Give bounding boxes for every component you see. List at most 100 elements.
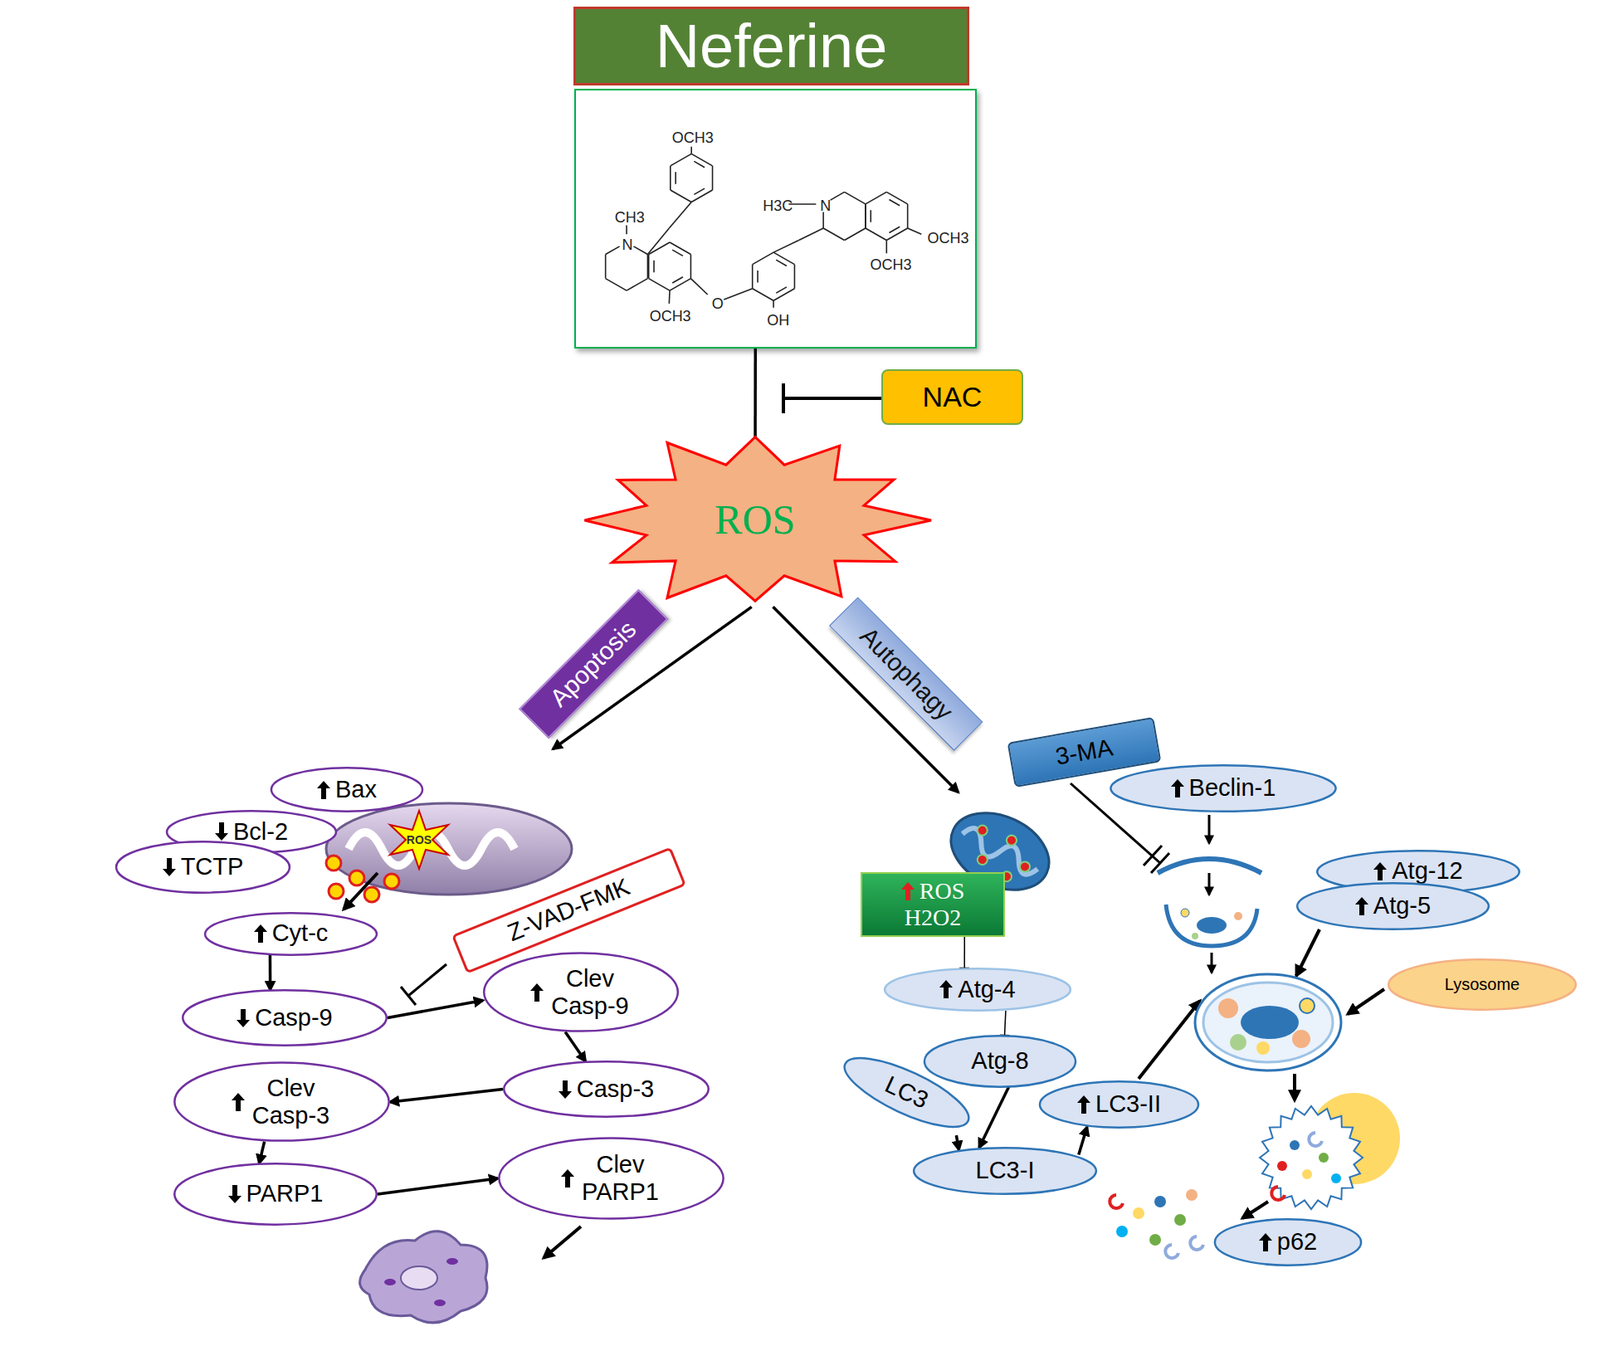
drawn-shape — [1240, 1005, 1299, 1040]
drawn-shape — [1018, 859, 1032, 874]
drawn-shape — [886, 240, 888, 254]
drawn-shape — [1077, 1095, 1091, 1114]
node-label: TCTP — [180, 853, 244, 881]
text-group: Atg-4 — [939, 975, 1015, 1004]
text-row: Clev Casp-9 — [530, 965, 632, 1021]
protein-oval: Clev PARP1 — [497, 1137, 725, 1220]
text-group: p62 — [1258, 1228, 1318, 1256]
drawn-shape — [1355, 897, 1369, 916]
connector-arrow — [377, 1178, 498, 1195]
drawn-shape — [781, 383, 786, 414]
drawn-shape — [844, 228, 866, 241]
up-arrow — [560, 1169, 575, 1188]
drawn-shape — [783, 396, 882, 400]
drawn-shape — [626, 278, 648, 292]
text-row: Atg-8 — [970, 1047, 1029, 1075]
drawn-shape — [669, 242, 691, 255]
drawn-shape — [349, 870, 365, 886]
text-row: Atg-5 — [1355, 892, 1431, 920]
drawn-shape — [752, 288, 774, 302]
drawn-shape — [9, 727, 796, 1335]
text-group: Casp-3 — [558, 1075, 655, 1103]
connector-arrow — [387, 1000, 483, 1018]
text-group: LC3-II — [1077, 1090, 1161, 1118]
ros-box: ROSH2O2 — [860, 872, 1005, 937]
down-arrow — [236, 1009, 250, 1028]
drawn-shape — [584, 437, 932, 602]
drawn-shape — [674, 171, 677, 185]
node-label: Z-VAD-FMK — [503, 873, 635, 947]
text-group: Atg-8 — [970, 1047, 1029, 1075]
drawn-shape — [558, 1080, 572, 1099]
node-label: Atg-8 — [970, 1047, 1029, 1075]
drawn-shape — [888, 199, 900, 205]
degraded-particles — [1109, 1189, 1204, 1259]
text-group: PARP1 — [228, 1180, 324, 1208]
node-label: Clev Casp-3 — [249, 1074, 333, 1131]
protein-oval: Atg-5 — [1296, 882, 1490, 930]
drawn-shape — [174, 1163, 377, 1225]
drawn-shape — [648, 278, 670, 292]
drawn-shape — [384, 873, 400, 889]
text-row: Bax — [317, 775, 377, 804]
atom-label: CH3 — [614, 209, 645, 225]
drawn-shape — [1373, 862, 1387, 881]
protein-oval: Casp-9 — [181, 990, 388, 1046]
drawn-shape — [1277, 1160, 1288, 1171]
phagophore — [1157, 814, 1262, 973]
atom-label: OCH3 — [870, 257, 913, 273]
drawn-shape — [822, 212, 825, 229]
structure-box: OCH3H3CNCH3NOCH3OCH3OOCH3OH — [574, 88, 977, 349]
drawn-shape — [1289, 1140, 1300, 1151]
protein-oval: Casp-3 — [502, 1061, 710, 1118]
text-row: Casp-9 — [236, 1004, 333, 1032]
text-group: Bax — [317, 775, 377, 804]
drawn-shape — [253, 924, 268, 943]
drawn-shape — [1190, 1236, 1204, 1250]
drawn-shape — [913, 1147, 1097, 1194]
connector-arrow — [258, 1141, 264, 1164]
text-row: H2O2 — [904, 904, 961, 932]
atom-label: OCH3 — [926, 230, 969, 246]
drawn-shape — [886, 191, 908, 205]
drawn-shape — [813, 731, 1591, 1335]
drawn-shape — [907, 204, 909, 229]
text-row: Clev PARP1 — [560, 1151, 663, 1207]
drawn-shape — [693, 188, 705, 195]
drawn-shape — [530, 983, 544, 1002]
drawn-shape — [799, 228, 825, 241]
drawn-shape — [1292, 1029, 1311, 1049]
text-group: Neferine — [655, 10, 888, 82]
drawn-shape — [1039, 1081, 1199, 1127]
node-label: Lysosome — [1444, 975, 1520, 995]
drawn-shape — [1203, 982, 1333, 1063]
connector-arrow — [1078, 1126, 1088, 1156]
drawn-shape — [672, 277, 683, 283]
up-arrow — [253, 924, 268, 943]
drawn-shape — [648, 254, 650, 279]
text-row: Z-VAD-FMK — [503, 873, 635, 947]
drawn-shape — [865, 191, 887, 205]
drawn-shape — [1109, 1195, 1123, 1209]
autophagy-cell: 3-MAROSH2O2Beclin-1Atg-12Atg-5Atg-4Atg-8… — [809, 727, 1595, 1337]
node-label: Cyt-c — [272, 919, 329, 947]
p62-arrow — [1242, 1201, 1269, 1219]
up-arrow — [530, 983, 544, 1002]
drawn-shape — [1143, 845, 1162, 866]
atg5-arrow — [1296, 929, 1320, 976]
apoptosis-cell: BaxBcl-2TCTPCyt-cZ-VAD-FMKCasp-9Clev Cas… — [4, 724, 800, 1337]
text-group: LC3-I — [975, 1156, 1035, 1185]
drawn-shape — [1234, 912, 1243, 921]
up-arrow — [231, 1092, 245, 1112]
drawn-shape — [390, 810, 449, 869]
drawn-shape — [633, 246, 648, 255]
node-label: Atg-4 — [957, 975, 1015, 1004]
drawn-shape — [752, 252, 774, 265]
up-arrow — [1373, 862, 1387, 881]
text-row: Neferine — [655, 10, 888, 82]
drawn-shape — [1170, 779, 1185, 798]
protein-oval: p62 — [1214, 1219, 1362, 1266]
connector-arrow — [268, 954, 273, 991]
drawn-shape — [975, 824, 990, 838]
down-arrow — [228, 1185, 242, 1204]
